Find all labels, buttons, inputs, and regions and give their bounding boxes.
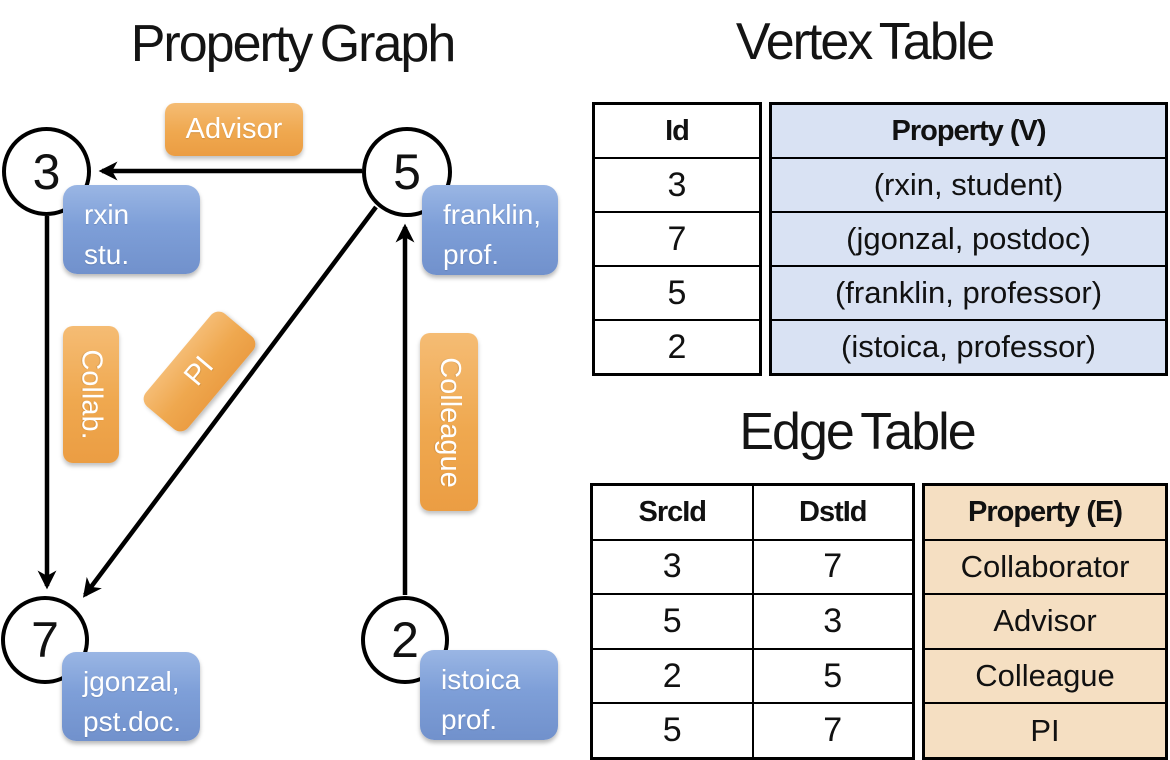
edge-src-cell: 2 [662, 656, 682, 695]
edge-label-colleague: Colleague [420, 333, 478, 511]
table-row: 5 3 [593, 593, 912, 648]
table-header-row: Id [595, 105, 759, 157]
node-property-box-rxin: rxin stu. [63, 185, 200, 274]
edge-dst-cell: 3 [751, 595, 913, 648]
edge-label-collab: Collab. [63, 326, 119, 463]
table-row: 5 [595, 265, 759, 319]
vertex-property-cell: (franklin, professor) [834, 275, 1103, 310]
node-id-label: 2 [391, 612, 419, 668]
property-graph-title: Property Graph [130, 15, 457, 73]
table-row: 2 [595, 319, 759, 373]
node-property-box-franklin: franklin, prof. [422, 185, 558, 275]
node-id-label: 3 [32, 143, 61, 200]
table-row: 2 5 [593, 647, 913, 703]
column-header-dstid: DstId [751, 486, 913, 539]
edge-label-text: Collab. [75, 349, 108, 440]
table-row: Colleague [925, 647, 1165, 703]
table-row: 3 [595, 157, 759, 211]
column-header-id: Id [665, 114, 690, 147]
graph-node-2: 2 [361, 596, 449, 684]
table-row: Collaborator [925, 538, 1165, 594]
edge-dst-cell: 7 [751, 704, 913, 757]
column-header-property-v: Property (V) [891, 114, 1047, 147]
table-header-row: SrcId DstId [593, 486, 912, 539]
vertex-property-cell: (istoica, professor) [841, 329, 1096, 364]
edge-table-id-columns: SrcId DstId 3 7 5 3 2 5 5 7 [590, 483, 915, 760]
vertex-id-cell: 5 [667, 273, 687, 312]
table-row: Advisor [925, 593, 1165, 648]
property-line: jgonzal, [83, 666, 180, 697]
table-row: (jgonzal, postdoc) [772, 211, 1165, 265]
edge-table-property-column: Property (E) Collaborator Advisor Collea… [922, 483, 1168, 760]
vertex-table-property-column: Property (V) (rxin, student) (jgonzal, p… [769, 102, 1168, 376]
node-id-label: 7 [31, 612, 59, 668]
edge-label-advisor: Advisor [165, 103, 303, 156]
edge-pi-arrow [82, 205, 378, 598]
table-header-row: Property (E) [925, 486, 1165, 539]
property-line: rxin [84, 199, 130, 230]
table-row: (rxin, student) [772, 157, 1165, 211]
node-property-box-istoica: istoica prof. [420, 650, 558, 740]
table-row: PI [925, 702, 1165, 757]
edge-src-cell: 5 [662, 711, 682, 750]
vertex-property-cell: (rxin, student) [873, 167, 1064, 202]
edge-property-cell: PI [1030, 712, 1060, 748]
table-row: (franklin, professor) [772, 265, 1165, 319]
property-line: stu. [84, 238, 130, 270]
edge-src-cell: 5 [662, 601, 682, 640]
edge-dst-cell: 5 [751, 649, 913, 703]
column-header-property-e: Property (E) [968, 495, 1123, 528]
table-row: (istoica, professor) [772, 319, 1165, 373]
edge-src-cell: 3 [662, 547, 682, 586]
vertex-id-cell: 2 [667, 327, 687, 366]
graph-node-5: 5 [362, 127, 452, 217]
vertex-id-cell: 3 [667, 165, 687, 204]
edge-label-text: PI [178, 350, 221, 392]
graph-edges-svg [37, 161, 415, 598]
table-row: 7 [595, 211, 759, 265]
node-property-box-jgonzal: jgonzal, pst.doc. [62, 652, 200, 741]
edge-label-text: Advisor [185, 113, 283, 145]
node-id-label: 5 [393, 144, 421, 200]
property-line: prof. [441, 703, 498, 735]
property-line: istoica [441, 664, 521, 695]
edge-property-cell: Advisor [993, 603, 1097, 639]
vertex-id-cell: 7 [667, 219, 687, 258]
edge-table-title: Edge Table [739, 403, 976, 461]
property-line: franklin, [443, 199, 542, 230]
edge-property-cell: Colleague [975, 658, 1115, 694]
column-header-srcid: SrcId [638, 495, 707, 528]
edge-property-cell: Collaborator [960, 548, 1130, 584]
table-row: 5 7 [593, 702, 912, 757]
property-line: prof. [443, 238, 500, 270]
vertex-table-id-column: Id 3 7 5 2 [592, 102, 762, 376]
vertex-property-cell: (jgonzal, postdoc) [846, 221, 1091, 256]
vertex-table-title: Vertex Table [735, 13, 995, 71]
property-line: pst.doc. [83, 705, 182, 737]
edge-label-text: Colleague [433, 356, 466, 488]
edge-dst-cell: 7 [751, 540, 913, 594]
table-header-row: Property (V) [772, 105, 1165, 157]
table-row: 3 7 [593, 538, 913, 594]
